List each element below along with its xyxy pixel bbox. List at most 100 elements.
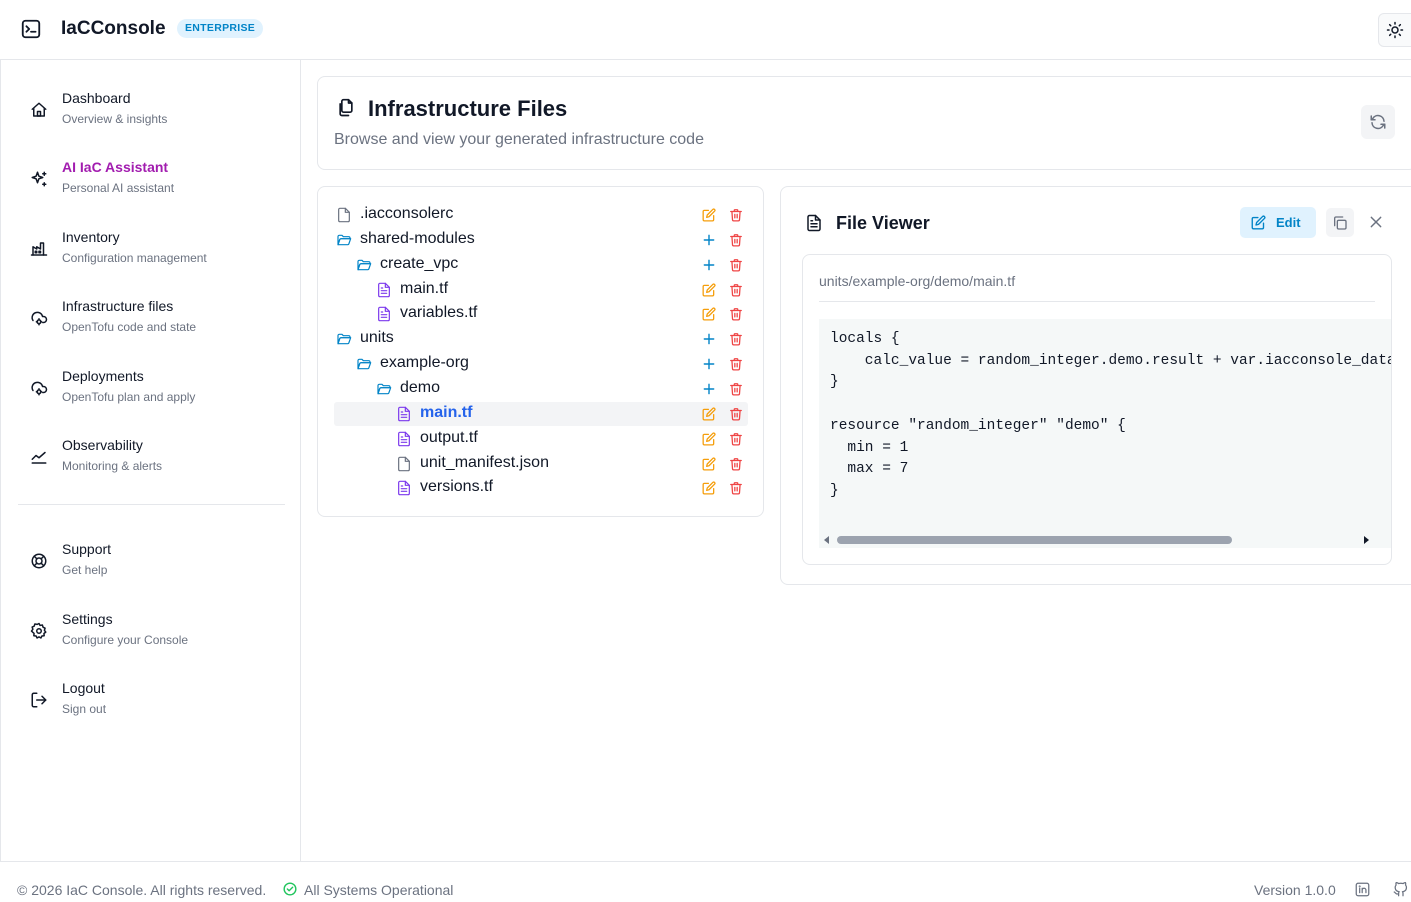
sidebar-item-sub: Get help <box>62 563 108 577</box>
tree-file-row[interactable]: output.tf <box>334 427 748 451</box>
edit-icon[interactable] <box>702 432 716 446</box>
tree-file-row[interactable]: unit_manifest.json <box>334 452 748 476</box>
plus-icon[interactable] <box>702 357 716 371</box>
tree-item-name[interactable]: shared-modules <box>360 229 475 247</box>
tree-item-name[interactable]: demo <box>400 378 441 396</box>
scroll-left-arrow[interactable] <box>824 536 829 544</box>
trash-icon[interactable] <box>729 357 743 371</box>
tree-file-row[interactable]: main.tf <box>334 401 748 426</box>
sidebar-item-inventory[interactable]: Inventory Configuration management <box>17 221 285 279</box>
tree-file-row[interactable]: .iacconsolerc <box>334 203 748 227</box>
trash-icon[interactable] <box>729 481 743 495</box>
sidebar-item-sub: Configure your Console <box>62 633 189 647</box>
file-text-icon <box>807 214 821 232</box>
github-icon[interactable] <box>1393 882 1408 897</box>
sidebar-item-sub: Personal AI assistant <box>62 181 175 195</box>
page-header-card: Infrastructure Files Browse and view you… <box>317 76 1411 170</box>
cloud-cog-icon <box>31 381 48 396</box>
tree-item-name[interactable]: units <box>360 329 394 347</box>
plus-icon[interactable] <box>702 258 716 272</box>
app-title[interactable]: IaCConsole <box>61 18 166 39</box>
file-path: units/example-org/demo/main.tf <box>819 273 1016 289</box>
viewer-title: File Viewer <box>836 213 930 233</box>
sidebar-divider <box>18 504 285 505</box>
horizontal-scrollbar-thumb[interactable] <box>837 536 1232 544</box>
sidebar-item-sub: Monitoring & alerts <box>62 459 163 473</box>
tree-file-row[interactable]: versions.tf <box>334 476 748 500</box>
sidebar-item-label: Observability <box>62 437 143 453</box>
edit-button[interactable]: Edit <box>1240 207 1316 238</box>
tree-item-name[interactable]: create_vpc <box>380 254 459 272</box>
folder-open-icon <box>356 356 372 372</box>
plan-badge: ENTERPRISE <box>177 19 264 38</box>
tree-item-name[interactable]: variables.tf <box>400 304 478 322</box>
check-circle-icon <box>283 882 297 896</box>
trash-icon[interactable] <box>729 382 743 396</box>
edit-icon[interactable] <box>702 481 716 495</box>
sidebar-item-sub: Sign out <box>62 702 107 716</box>
sidebar-item-support[interactable]: Support Get help <box>17 533 285 591</box>
trash-icon[interactable] <box>729 432 743 446</box>
trash-icon[interactable] <box>729 258 743 272</box>
sidebar-item-settings[interactable]: Settings Configure your Console <box>17 603 285 661</box>
sidebar-item-ai-assistant[interactable]: AI IaC Assistant Personal AI assistant <box>17 151 285 209</box>
refresh-button[interactable] <box>1361 105 1395 139</box>
edit-icon[interactable] <box>702 456 716 471</box>
code-content[interactable]: locals { calc_value = random_integer.dem… <box>830 331 1391 499</box>
edit-icon[interactable] <box>702 407 716 421</box>
logout-icon <box>31 692 47 708</box>
tree-item-name[interactable]: output.tf <box>420 428 478 446</box>
plus-icon[interactable] <box>702 382 716 396</box>
tree-folder-row[interactable]: create_vpc <box>334 253 748 277</box>
scroll-right-arrow[interactable] <box>1364 536 1369 544</box>
tree-folder-row[interactable]: example-org <box>334 352 748 376</box>
edit-icon[interactable] <box>702 208 716 222</box>
linkedin-icon[interactable] <box>1355 882 1370 897</box>
close-icon[interactable] <box>1368 214 1384 230</box>
trash-icon[interactable] <box>729 208 743 222</box>
file-text-icon <box>396 480 412 496</box>
edit-icon[interactable] <box>702 283 716 297</box>
tree-item-name[interactable]: example-org <box>380 354 469 372</box>
tree-folder-row[interactable]: units <box>334 327 748 351</box>
tree-folder-row[interactable]: shared-modules <box>334 228 748 252</box>
folder-open-icon <box>356 257 372 273</box>
tree-item-name[interactable]: unit_manifest.json <box>420 453 549 471</box>
edit-icon[interactable] <box>702 307 716 321</box>
copy-button[interactable] <box>1326 208 1354 237</box>
file-icon <box>336 207 352 223</box>
sidebar-item-label: Settings <box>62 611 113 627</box>
sidebar-item-deployments[interactable]: Deployments OpenTofu plan and apply <box>17 360 285 418</box>
trash-icon[interactable] <box>729 457 743 471</box>
tree-file-row[interactable]: main.tf <box>334 278 748 302</box>
tree-file-row[interactable]: variables.tf <box>334 302 748 326</box>
trash-icon[interactable] <box>729 283 743 297</box>
theme-toggle-button[interactable] <box>1378 13 1411 47</box>
sidebar-item-infrastructure-files[interactable]: Infrastructure files OpenTofu code and s… <box>17 290 285 348</box>
tree-item-name[interactable]: .iacconsolerc <box>360 205 454 222</box>
trash-icon[interactable] <box>729 233 743 247</box>
plus-icon[interactable] <box>702 233 716 247</box>
gear-icon <box>30 622 47 639</box>
sidebar-item-observability[interactable]: Observability Monitoring & alerts <box>17 429 285 487</box>
cloud-cog-icon <box>31 311 48 326</box>
path-divider <box>819 301 1375 302</box>
sidebar-item-sub: Configuration management <box>62 251 207 265</box>
plus-icon[interactable] <box>702 332 716 346</box>
sidebar-item-label: AI IaC Assistant <box>62 159 169 175</box>
file-text-icon <box>376 306 392 322</box>
files-icon <box>339 98 353 117</box>
folder-open-icon <box>376 381 392 397</box>
trash-icon[interactable] <box>729 307 743 321</box>
trash-icon[interactable] <box>729 332 743 346</box>
pencil-square-icon <box>1251 215 1266 230</box>
tree-item-name[interactable]: main.tf <box>400 279 449 297</box>
trash-icon[interactable] <box>729 407 743 421</box>
code-block[interactable]: locals { calc_value = random_integer.dem… <box>819 319 1391 548</box>
tree-item-name[interactable]: main.tf <box>420 403 473 421</box>
terminal-icon[interactable] <box>20 18 42 40</box>
sidebar-item-logout[interactable]: Logout Sign out <box>17 672 285 730</box>
sidebar-item-dashboard[interactable]: Dashboard Overview & insights <box>17 82 285 140</box>
tree-item-name[interactable]: versions.tf <box>420 478 493 496</box>
tree-folder-row[interactable]: demo <box>334 377 748 401</box>
